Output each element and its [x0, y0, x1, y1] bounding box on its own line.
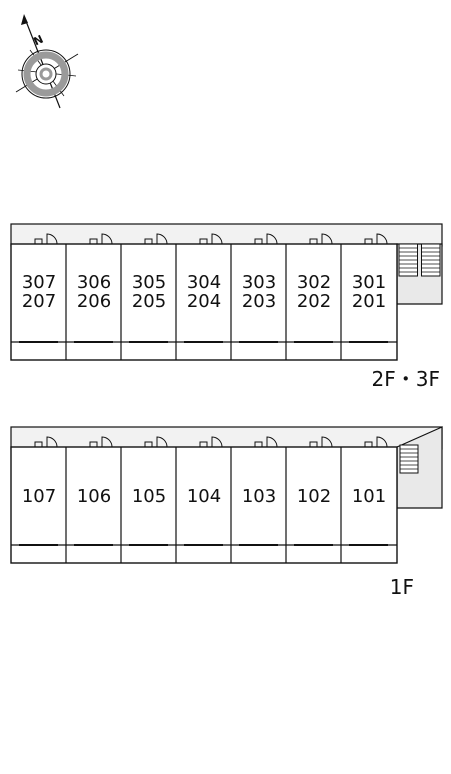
unit-number: 105: [132, 486, 166, 507]
ground-unit-107: 107: [19, 436, 58, 546]
unit-number-lower: 204: [187, 291, 221, 312]
unit-number-lower: 203: [242, 291, 276, 312]
door-icon: [364, 436, 388, 448]
door-icon: [309, 233, 333, 245]
unit-number-upper: 303: [242, 272, 276, 293]
door-icon: [144, 233, 168, 245]
unit-number: 101: [352, 486, 386, 507]
ground-unit-102: 102: [285, 436, 333, 563]
unit-number-lower: 201: [352, 291, 386, 312]
compass-north-letter: N: [31, 33, 45, 49]
ground-units-block: [10, 446, 398, 564]
unit-number-upper: 306: [77, 272, 111, 293]
door-icon: [199, 233, 223, 245]
upper-floors-building: 3072073062063052053042043032033022023012…: [10, 223, 443, 391]
unit-number: 103: [242, 486, 276, 507]
ground-unit-101: 101: [340, 436, 388, 563]
unit-number-lower: 205: [132, 291, 166, 312]
unit-number: 104: [187, 486, 221, 507]
compass-rose-icon: N: [15, 14, 79, 109]
upper-stairs-icon: [398, 243, 441, 277]
door-icon: [34, 436, 58, 448]
unit-number-upper: 305: [132, 272, 166, 293]
unit-number-lower: 202: [297, 291, 331, 312]
floor-label-1f: 1F: [390, 575, 414, 599]
door-icon: [364, 233, 388, 245]
door-icon: [89, 233, 113, 245]
upper-units-block: [10, 243, 398, 361]
unit-number: 106: [77, 486, 111, 507]
ground-unit-105: 105: [120, 436, 168, 563]
door-icon: [89, 436, 113, 448]
floor-label-2f-3f: 2F・3F: [372, 367, 440, 391]
ground-floor-building: 107 106 105 104 103 102 101 1F: [10, 426, 443, 599]
unit-number-lower: 207: [22, 291, 56, 312]
ground-unit-104: 104: [175, 436, 223, 563]
door-icon: [254, 436, 278, 448]
ground-unit-103: 103: [230, 436, 278, 563]
unit-number-upper: 302: [297, 272, 331, 293]
unit-number-upper: 304: [187, 272, 221, 293]
unit-number-upper: 301: [352, 272, 386, 293]
unit-number-lower: 206: [77, 291, 111, 312]
door-icon: [199, 436, 223, 448]
ground-stairs-icon: [399, 444, 419, 474]
unit-number: 107: [22, 486, 56, 507]
door-icon: [309, 436, 333, 448]
ground-unit-106: 106: [65, 436, 113, 563]
door-icon: [34, 233, 58, 245]
unit-number: 102: [297, 486, 331, 507]
unit-number-upper: 307: [22, 272, 56, 293]
door-icon: [254, 233, 278, 245]
door-icon: [144, 436, 168, 448]
